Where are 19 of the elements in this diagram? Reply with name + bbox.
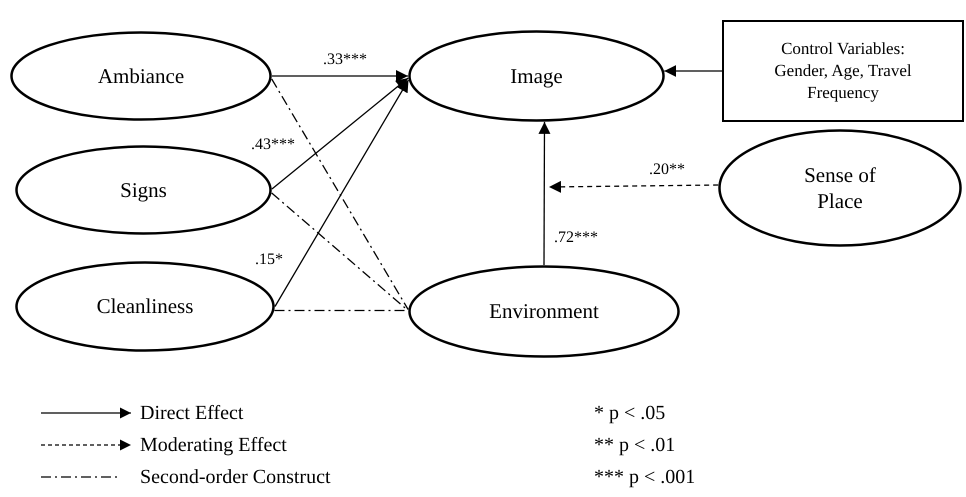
arrow — [272, 70, 408, 82]
edge-label: .33*** — [322, 52, 368, 68]
arrow — [664, 65, 722, 77]
legend-text: Moderating Effect — [140, 435, 287, 455]
construct-ellipse: Ambiance — [10, 31, 272, 121]
construct-ellipse: Image — [408, 30, 665, 122]
significance-note: *** p < .001 — [594, 467, 696, 487]
legend-text: Direct Effect — [140, 403, 244, 423]
significance-note: ** p < .01 — [594, 435, 676, 455]
significance-note: * p < .05 — [594, 403, 666, 423]
arrow — [272, 78, 409, 190]
arrow — [538, 122, 550, 265]
construct-ellipse: Environment — [408, 265, 680, 358]
legend-text: Second-order Construct — [140, 467, 331, 487]
edge-label: .72*** — [553, 230, 599, 246]
construct-ellipse: Sense of Place — [718, 129, 962, 247]
arrow — [549, 180, 718, 193]
variable-box: Control Variables: Gender, Age, Travel Frequency — [722, 20, 964, 122]
edge-label: .20** — [648, 162, 686, 178]
